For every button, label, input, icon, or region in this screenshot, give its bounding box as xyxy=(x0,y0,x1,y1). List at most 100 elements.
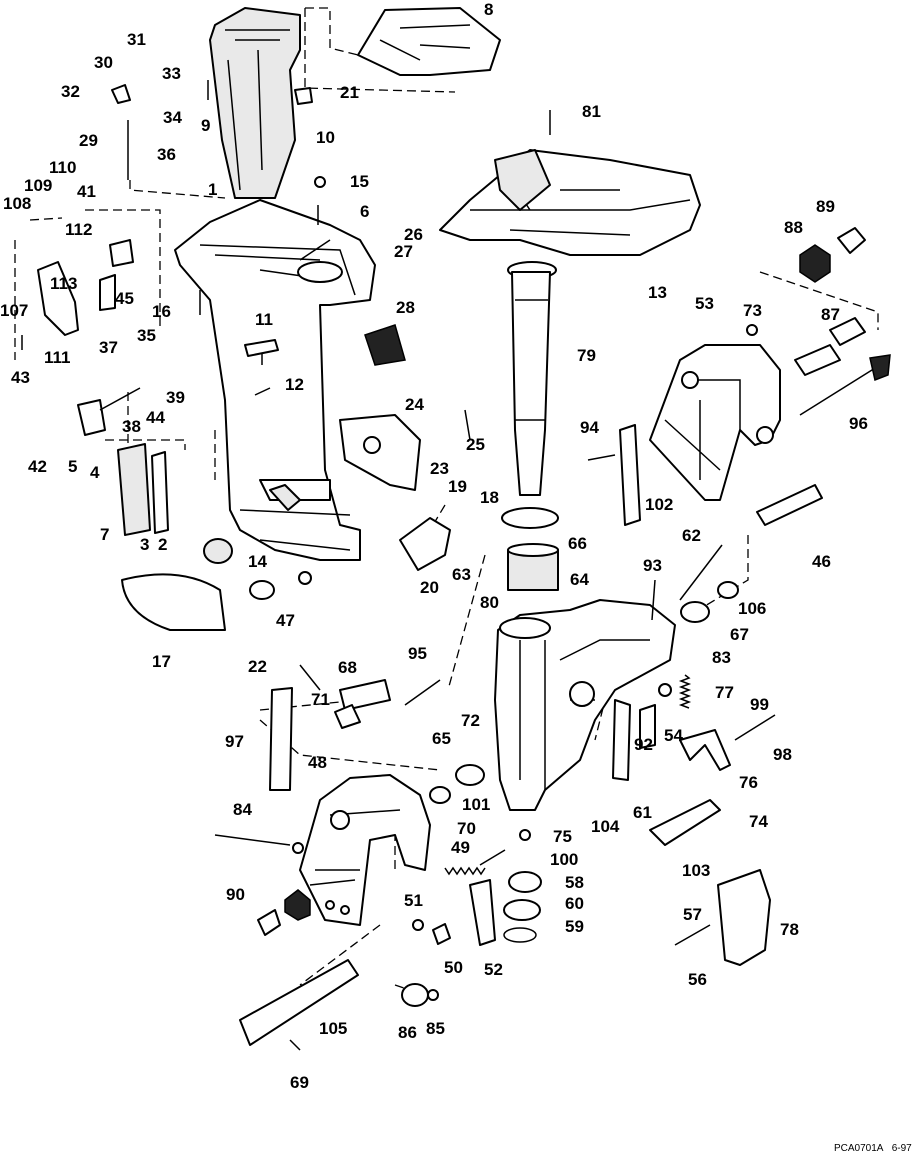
label-part: 37 xyxy=(99,338,118,357)
label-part: 29 xyxy=(79,131,98,150)
part-24-mount xyxy=(339,414,421,491)
part-1-exhaust-housing xyxy=(174,199,376,561)
label-part: 14 xyxy=(248,552,267,571)
label-part: 27 xyxy=(394,242,413,261)
label-part: 12 xyxy=(285,375,304,394)
part-87-cylinder-2 xyxy=(829,317,866,346)
part-90-cap xyxy=(257,909,281,936)
label-part: 96 xyxy=(849,414,868,433)
label-part: 102 xyxy=(645,495,673,514)
part-14-cap xyxy=(203,538,233,564)
label-part: 19 xyxy=(448,477,467,496)
label-part: 77 xyxy=(715,683,734,702)
label-part: 8 xyxy=(484,0,493,19)
label-part: 105 xyxy=(319,1019,347,1038)
label-part: 71 xyxy=(311,690,330,709)
part-106-washer-lower xyxy=(429,786,451,804)
label-part: 23 xyxy=(430,459,449,478)
label-part: 20 xyxy=(420,578,439,597)
part-10-exhaust-tube xyxy=(209,7,301,199)
label-part: 5 xyxy=(68,457,77,476)
label-part: 39 xyxy=(166,388,185,407)
label-part: 47 xyxy=(276,611,295,630)
label-part: 51 xyxy=(404,891,423,910)
part-88-nut xyxy=(799,244,831,283)
label-part: 11 xyxy=(255,310,273,329)
label-part: 44 xyxy=(146,408,165,427)
label-part: 33 xyxy=(162,64,181,83)
label-part: 93 xyxy=(643,556,662,575)
label-part: 3 xyxy=(140,535,149,554)
part-17-cover xyxy=(121,573,226,631)
label-part: 88 xyxy=(784,218,803,237)
label-part: 45 xyxy=(115,289,134,308)
part-53-bracket xyxy=(649,344,781,501)
label-part: 112 xyxy=(65,220,92,239)
label-part: 1 xyxy=(208,180,217,199)
label-part: 113 xyxy=(50,274,77,293)
label-part: 75 xyxy=(553,827,572,846)
label-part: 59 xyxy=(565,917,584,936)
label-part: 22 xyxy=(248,657,267,676)
label-part: 57 xyxy=(683,905,702,924)
part-38-pivot xyxy=(77,387,141,436)
label-part: 111 xyxy=(44,348,71,367)
label-part: 2 xyxy=(158,535,167,554)
label-part: 60 xyxy=(565,894,584,913)
label-part: 63 xyxy=(452,565,471,584)
part-3-plate xyxy=(117,443,151,536)
label-part: 92 xyxy=(634,735,653,754)
part-87-cylinder xyxy=(794,344,841,376)
label-part: 101 xyxy=(462,795,490,814)
part-47-fitting xyxy=(249,580,275,600)
part-88-nut-lower xyxy=(284,889,311,921)
part-79-steering-tube xyxy=(507,261,557,496)
label-part: 109 xyxy=(24,176,52,195)
label-part: 80 xyxy=(480,593,499,612)
drawing-code: PCA0701A 6-97 xyxy=(834,1143,912,1154)
label-part: 65 xyxy=(432,729,451,748)
label-part: 61 xyxy=(633,803,652,822)
label-part: 25 xyxy=(466,435,485,454)
label-part: 62 xyxy=(682,526,701,545)
label-part: 52 xyxy=(484,960,503,979)
label-part: 50 xyxy=(444,958,463,977)
part-13-upper-mount xyxy=(439,149,701,256)
label-part: 89 xyxy=(816,197,835,216)
label-part: 42 xyxy=(28,457,47,476)
label-part: 84 xyxy=(233,800,252,819)
part-89-cap xyxy=(837,227,866,254)
part-67-fitting xyxy=(680,601,710,623)
label-part: 58 xyxy=(565,873,584,892)
label-part: 104 xyxy=(591,817,620,836)
label-part: 69 xyxy=(290,1073,309,1092)
label-part: 74 xyxy=(749,812,768,831)
label-part: 24 xyxy=(405,395,424,414)
drawing-code-text: PCA0701A xyxy=(834,1143,883,1154)
label-part: 64 xyxy=(570,570,589,589)
label-part: 81 xyxy=(582,102,601,121)
label-part: 66 xyxy=(568,534,587,553)
label-part: 70 xyxy=(457,819,476,838)
label-part: 68 xyxy=(338,658,357,677)
label-part: 90 xyxy=(226,885,245,904)
label-part: 13 xyxy=(648,283,667,302)
label-part: 41 xyxy=(77,182,96,201)
label-part: 28 xyxy=(396,298,415,317)
label-part: 87 xyxy=(821,305,840,324)
label-part: 26 xyxy=(404,225,423,244)
label-part: 78 xyxy=(780,920,799,939)
label-part: 99 xyxy=(750,695,769,714)
label-part: 43 xyxy=(11,368,30,387)
part-80-swivel-bracket xyxy=(494,599,676,811)
part-28-mount xyxy=(364,324,406,366)
label-part: 110 xyxy=(49,158,76,177)
label-part: 76 xyxy=(739,773,758,792)
label-part: 108 xyxy=(3,194,31,213)
small-hardware xyxy=(21,80,776,1051)
part-58-ring xyxy=(508,871,542,893)
label-part: 32 xyxy=(61,82,80,101)
label-part: 38 xyxy=(122,417,141,436)
part-106-washer xyxy=(717,581,739,599)
